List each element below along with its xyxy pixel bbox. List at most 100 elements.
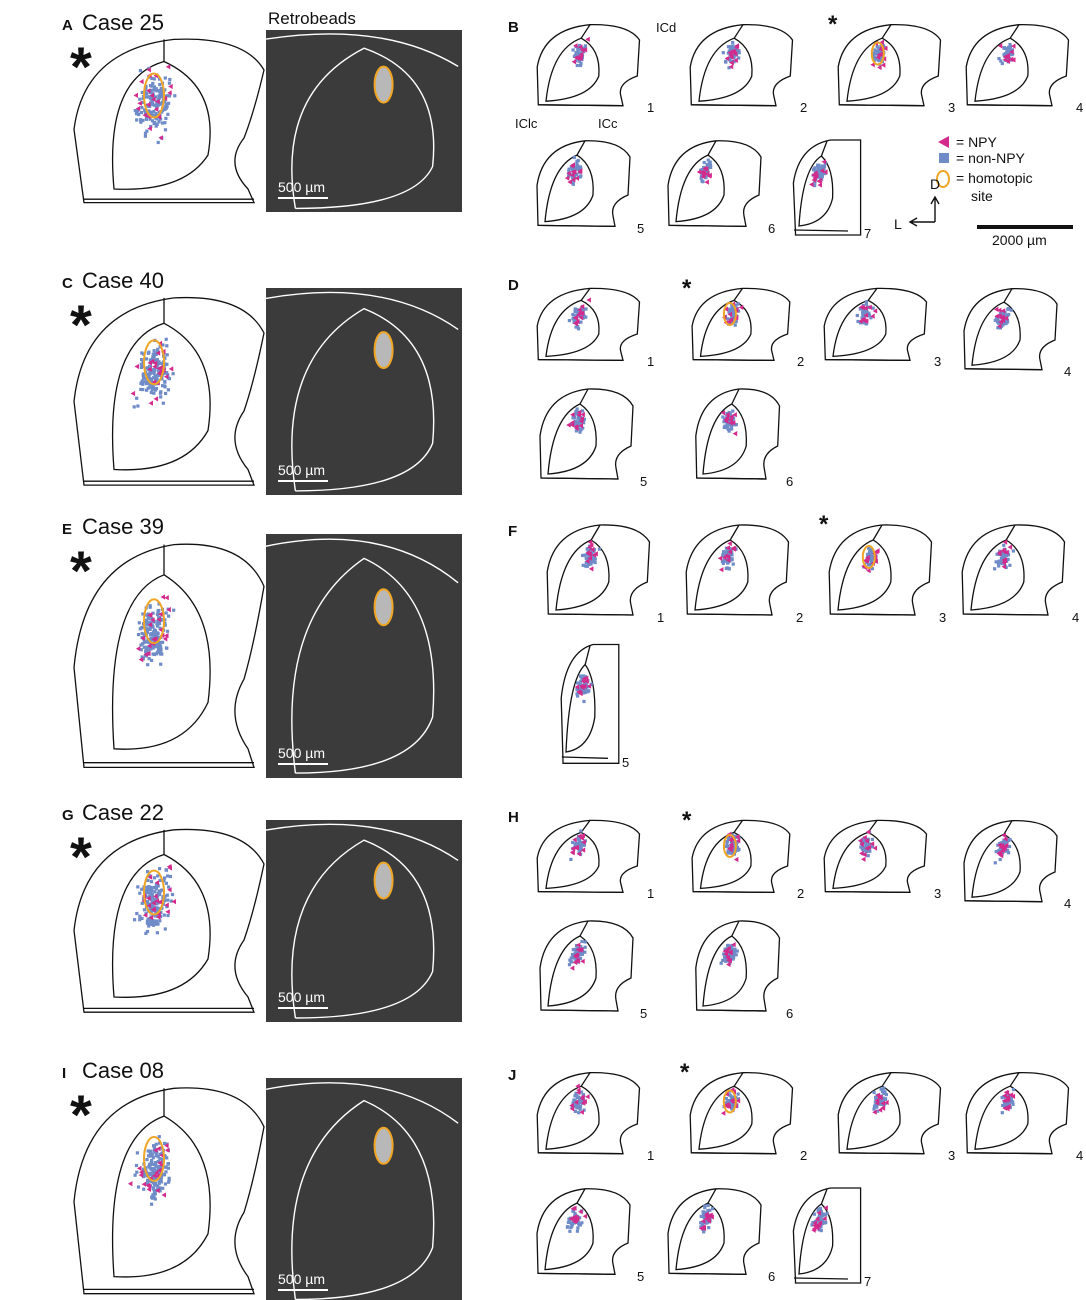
ic-section-outline [685, 524, 790, 616]
non-npy-cell-marker [136, 109, 140, 113]
npy-cell-marker [164, 902, 169, 908]
base-line [839, 1152, 925, 1155]
icd-boundary [733, 820, 744, 833]
npy-cell-marker [823, 1205, 828, 1211]
section-number: 3 [934, 354, 941, 369]
non-npy-cell-marker [144, 650, 148, 654]
npy-cell-marker [822, 1216, 827, 1222]
non-npy-cell-marker [154, 1169, 158, 1173]
npy-cell-marker [872, 1109, 877, 1115]
npy-cell-marker [151, 96, 156, 102]
non-npy-cell-marker [732, 60, 736, 64]
non-npy-cell-marker [149, 124, 153, 129]
retrobeads-micrograph: 500 µm [265, 534, 462, 778]
non-npy-cell-marker [862, 846, 866, 850]
section-number: 3 [948, 1148, 955, 1163]
npy-cell-marker [876, 52, 882, 58]
icd-boundary [1003, 288, 1013, 303]
non-npy-cell-marker [157, 615, 161, 620]
section-star: * [680, 1059, 690, 1086]
npy-cell-marker [564, 175, 570, 181]
npy-cell-marker [726, 319, 732, 325]
non-npy-cell-marker [1007, 1102, 1011, 1106]
non-npy-cell-marker [160, 1160, 164, 1164]
npy-cell-marker [582, 47, 588, 53]
non-npy-cell-marker [143, 134, 147, 138]
icc-boundary [698, 37, 753, 102]
icc-boundary [832, 831, 887, 890]
icc-boundary [699, 831, 752, 890]
serial-section: 3 [823, 287, 941, 369]
non-npy-cell-marker [143, 111, 147, 115]
non-npy-cell-marker [733, 834, 737, 838]
non-npy-cell-marker [573, 947, 577, 951]
non-npy-cell-marker [159, 640, 163, 645]
non-npy-cell-marker [583, 950, 587, 954]
non-npy-cell-marker [878, 1102, 882, 1106]
base-line [967, 1152, 1053, 1155]
axis-lateral-label: L [894, 216, 902, 232]
npy-cell-marker [1003, 315, 1009, 321]
non-npy-cell-marker [577, 848, 581, 852]
non-npy-cell-marker [152, 876, 157, 880]
scale-bar-2000-label: 2000 µm [992, 232, 1047, 248]
non-npy-cell-marker [575, 51, 579, 55]
base-line [540, 477, 619, 480]
icc-boundary [702, 403, 748, 475]
non-npy-cell-marker [146, 663, 150, 667]
non-npy-cell-marker [868, 552, 872, 556]
npy-cell-marker [997, 549, 1002, 555]
non-npy-cell-marker [167, 885, 171, 889]
non-npy-cell-marker [734, 303, 738, 307]
non-npy-cell-marker [727, 49, 731, 53]
non-npy-cell-marker [578, 175, 582, 179]
base-line [825, 358, 911, 362]
npy-cell-marker [569, 1102, 574, 1109]
npy-cell-marker [880, 62, 886, 68]
npy-cell-marker [575, 54, 581, 61]
non-npy-cell-marker [163, 76, 167, 80]
non-npy-cell-marker [820, 164, 824, 168]
npy-cell-marker [1002, 1093, 1007, 1099]
non-npy-cell-marker [870, 548, 874, 552]
non-npy-cell-marker [156, 891, 160, 895]
non-npy-cell-marker [728, 548, 733, 552]
non-npy-cell-marker [139, 648, 143, 652]
non-npy-cell-marker [152, 652, 156, 657]
non-npy-cell-marker [723, 947, 727, 951]
base-line [540, 1009, 619, 1012]
non-npy-cell-marker [572, 1098, 576, 1102]
non-npy-cell-marker [165, 629, 170, 633]
non-npy-cell-marker [134, 1163, 139, 1168]
non-npy-cell-marker [575, 1229, 579, 1233]
npy-cell-marker [580, 1100, 586, 1106]
non-npy-cell-marker [1005, 319, 1009, 323]
npy-cell-marker [1011, 57, 1016, 63]
npy-cell-marker [168, 366, 174, 372]
ic-section-outline [536, 819, 641, 894]
npy-cell-marker [993, 306, 999, 312]
non-npy-cell-marker [144, 376, 148, 380]
non-npy-cell-marker [706, 165, 710, 169]
npy-cell-marker [147, 360, 152, 366]
npy-cell-marker [1000, 848, 1005, 854]
non-npy-cell-marker [578, 47, 582, 51]
npy-cell-marker [583, 675, 589, 681]
non-npy-cell-marker [151, 1175, 155, 1179]
npy-cell-marker [1011, 43, 1016, 49]
non-npy-cell-marker [150, 899, 154, 903]
non-npy-cell-marker [146, 617, 150, 621]
non-npy-cell-marker [994, 560, 998, 564]
ic-outline [73, 828, 265, 1013]
non-npy-cell-marker [140, 655, 144, 659]
npy-cell-marker [732, 412, 737, 418]
npy-legend-icon [938, 136, 949, 148]
non-npy-cell-marker [156, 347, 160, 351]
npy-cell-marker [574, 175, 579, 181]
non-npy-cell-marker [135, 396, 139, 400]
non-npy-cell-marker [734, 320, 738, 324]
retrobeads-micrograph: 500 µm [265, 1078, 462, 1300]
icc-boundary [971, 301, 1021, 366]
npy-cell-marker [864, 838, 869, 844]
